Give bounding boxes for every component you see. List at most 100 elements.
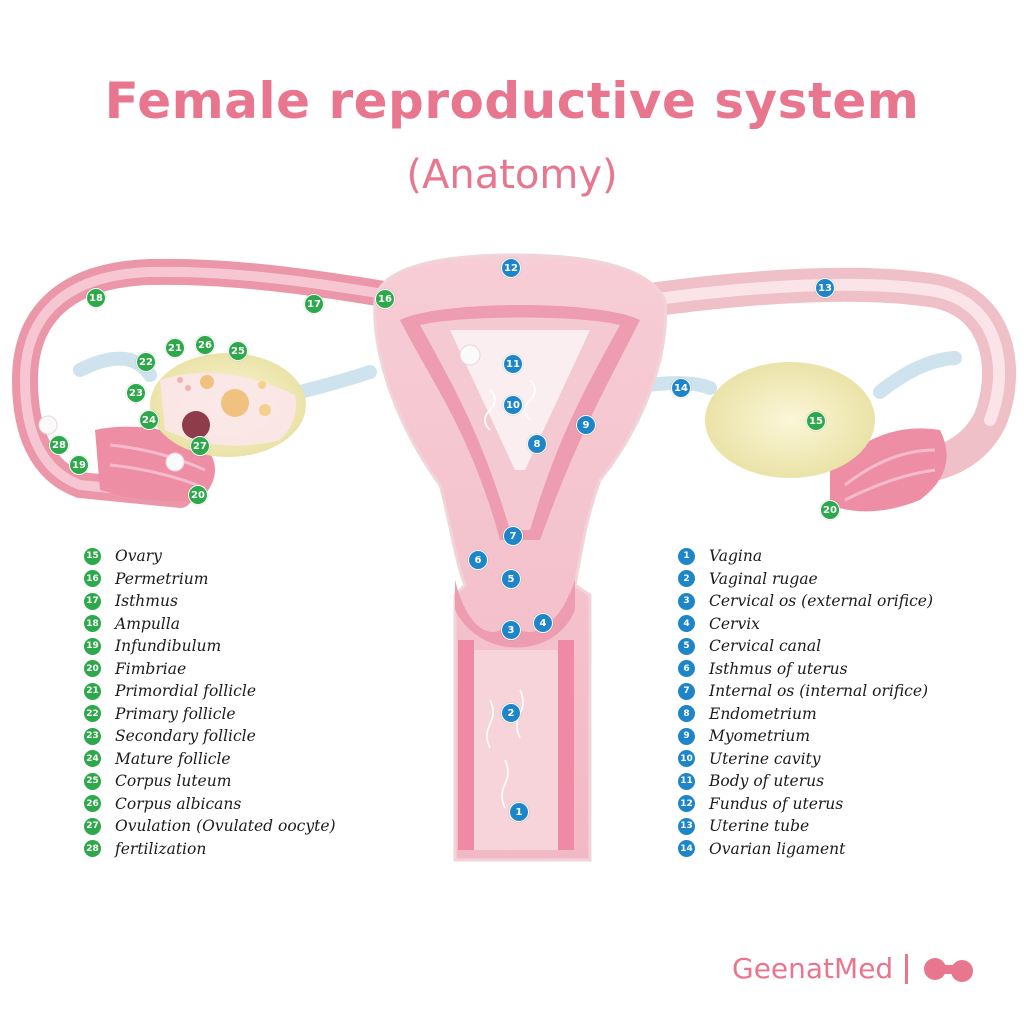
legend-label: Corpus albicans bbox=[115, 794, 242, 813]
marker-23: 23 bbox=[126, 383, 146, 403]
marker-1: 1 bbox=[509, 802, 529, 822]
legend-label: fertilization bbox=[115, 839, 207, 858]
legend-label: Fundus of uterus bbox=[709, 794, 844, 813]
marker-28: 28 bbox=[49, 435, 69, 455]
legend-left-item: 28 fertilization bbox=[84, 838, 336, 861]
legend-number-badge: 23 bbox=[84, 727, 101, 745]
marker-9: 9 bbox=[576, 415, 596, 435]
marker-27: 27 bbox=[190, 436, 210, 456]
legend-right-item: 10 Uterine cavity bbox=[678, 748, 933, 771]
marker-20-right: 20 bbox=[820, 500, 840, 520]
legend-label: Uterine cavity bbox=[709, 749, 821, 768]
marker-3: 3 bbox=[501, 620, 521, 640]
marker-21: 21 bbox=[165, 338, 185, 358]
legend-label: Cervix bbox=[709, 614, 760, 633]
legend-label: Ovarian ligament bbox=[709, 839, 846, 858]
marker-22: 22 bbox=[136, 352, 156, 372]
legend-left-item: 20 Fimbriae bbox=[84, 658, 336, 681]
left-ovary-stalk bbox=[293, 365, 377, 399]
marker-6: 6 bbox=[468, 550, 488, 570]
marker-13: 13 bbox=[815, 278, 835, 298]
legend-label: Body of uterus bbox=[709, 772, 825, 791]
legend-number-badge: 8 bbox=[678, 705, 695, 723]
legend-right-item: 14 Ovarian ligament bbox=[678, 838, 933, 861]
legend-label: Ampulla bbox=[115, 614, 180, 633]
legend-label: Fimbriae bbox=[115, 659, 187, 678]
marker-15: 15 bbox=[806, 411, 826, 431]
legend-left-item: 23 Secondary follicle bbox=[84, 725, 336, 748]
brand-separator bbox=[905, 953, 909, 984]
marker-19: 19 bbox=[69, 455, 89, 475]
legend-right-item: 11 Body of uterus bbox=[678, 770, 933, 793]
marker-8: 8 bbox=[527, 434, 547, 454]
legend-label: Isthmus of uterus bbox=[709, 659, 848, 678]
legend-left-item: 27 Ovulation (Ovulated oocyte) bbox=[84, 815, 336, 838]
vagina-wall-left bbox=[458, 640, 474, 850]
legend-number-badge: 9 bbox=[678, 727, 695, 745]
legend-number-badge: 16 bbox=[84, 570, 101, 588]
legend-label: Corpus luteum bbox=[115, 772, 232, 791]
legend-label: Vagina bbox=[709, 547, 763, 566]
legend-number-badge: 15 bbox=[84, 547, 101, 565]
legend-number-badge: 27 bbox=[84, 817, 101, 835]
legend-label: Internal os (internal orifice) bbox=[709, 682, 929, 701]
page-title: Female reproductive system bbox=[104, 72, 920, 130]
mature-follicle-shape bbox=[182, 411, 210, 439]
marker-24: 24 bbox=[139, 410, 159, 430]
marker-25: 25 bbox=[228, 341, 248, 361]
marker-5: 5 bbox=[501, 569, 521, 589]
legend-label: Primary follicle bbox=[115, 704, 236, 723]
legend-number-badge: 3 bbox=[678, 592, 695, 610]
legend-right-item: 8 Endometrium bbox=[678, 703, 933, 726]
marker-26: 26 bbox=[195, 335, 215, 355]
legend-label: Myometrium bbox=[709, 727, 811, 746]
legend-number-badge: 20 bbox=[84, 660, 101, 678]
legend-label: Cervical canal bbox=[709, 637, 822, 656]
right-ovary-stalk bbox=[873, 351, 962, 399]
legend-left-item: 16 Permetrium bbox=[84, 568, 336, 591]
legend-label: Ovulation (Ovulated oocyte) bbox=[115, 817, 336, 836]
brand-name: GeenatMed bbox=[732, 952, 894, 985]
legend-right-item: 3 Cervical os (external orifice) bbox=[678, 590, 933, 613]
legend-label: Cervical os (external orifice) bbox=[709, 592, 933, 611]
marker-7: 7 bbox=[503, 526, 523, 546]
page-subtitle: (Anatomy) bbox=[406, 152, 618, 198]
brand-mark-icon bbox=[924, 957, 974, 982]
legend-left-item: 26 Corpus albicans bbox=[84, 793, 336, 816]
legend-right-item: 9 Myometrium bbox=[678, 725, 933, 748]
marker-18: 18 bbox=[86, 288, 106, 308]
legend-number-badge: 11 bbox=[678, 772, 695, 790]
marker-2: 2 bbox=[501, 703, 521, 723]
legend-number-badge: 26 bbox=[84, 795, 101, 813]
legend-label: Permetrium bbox=[115, 569, 209, 588]
legend-label: Isthmus bbox=[115, 592, 178, 611]
legend-number-badge: 25 bbox=[84, 772, 101, 790]
legend-number-badge: 28 bbox=[84, 840, 101, 858]
legend-number-badge: 19 bbox=[84, 637, 101, 655]
legend-label: Endometrium bbox=[709, 704, 817, 723]
legend-number-badge: 2 bbox=[678, 570, 695, 588]
legend-right-item: 4 Cervix bbox=[678, 613, 933, 636]
legend-label: Secondary follicle bbox=[115, 727, 256, 746]
legend-number-badge: 12 bbox=[678, 795, 695, 813]
marker-4: 4 bbox=[533, 613, 553, 633]
legend-number-badge: 14 bbox=[678, 840, 695, 858]
marker-16: 16 bbox=[375, 289, 395, 309]
legend-label: Primordial follicle bbox=[115, 682, 256, 701]
right-ovary bbox=[705, 362, 875, 478]
legend-number-badge: 10 bbox=[678, 750, 695, 768]
legend-number-badge: 4 bbox=[678, 615, 695, 633]
